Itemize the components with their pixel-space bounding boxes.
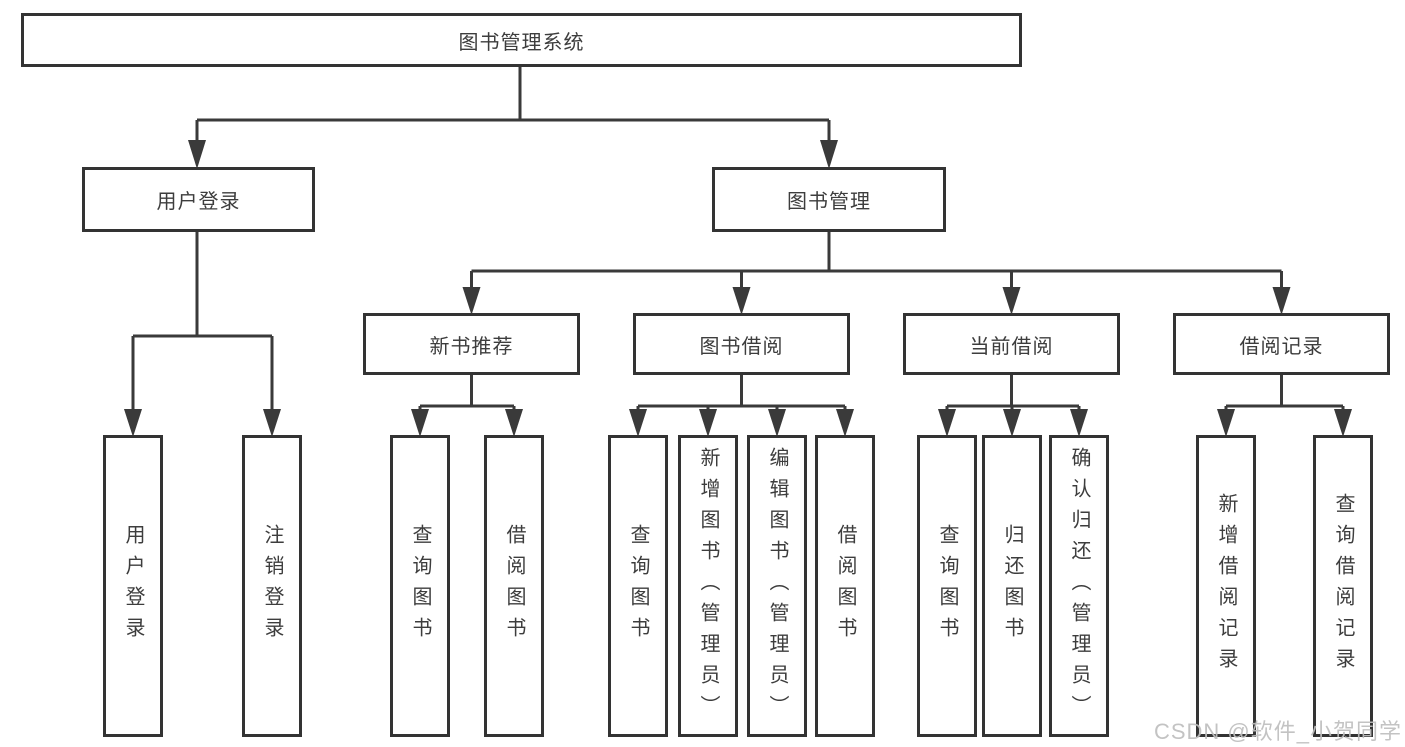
node-book-management: 图书管理 — [712, 167, 946, 232]
arrowhead-icon — [124, 409, 142, 437]
arrowhead-icon — [1003, 409, 1021, 437]
leaf-query-book-recommend-label: 查询图书 — [409, 524, 431, 648]
node-book-borrow-label: 图书借阅 — [699, 335, 784, 358]
leaf-confirm-return-admin-label: 确认归还（管理员） — [1068, 446, 1090, 726]
leaf-borrow-book-recommend-label: 借阅图书 — [503, 524, 525, 648]
arrowhead-icon — [836, 409, 854, 437]
node-book-management-label: 图书管理 — [787, 191, 871, 213]
leaf-query-borrow-record: 查询借阅记录 — [1313, 435, 1373, 737]
leaf-edit-book-admin: 编辑图书（管理员） — [747, 435, 807, 737]
node-current-borrow-label: 当前借阅 — [969, 335, 1054, 358]
arrowhead-icon — [699, 409, 717, 437]
leaf-add-borrow-record-label: 新增借阅记录 — [1215, 493, 1237, 679]
node-user-login: 用户登录 — [82, 167, 315, 232]
arrowhead-icon — [1217, 409, 1235, 437]
arrowhead-icon — [1334, 409, 1352, 437]
arrowhead-icon — [1272, 287, 1291, 315]
leaf-query-book-current-label: 查询图书 — [936, 524, 958, 648]
leaf-add-borrow-record: 新增借阅记录 — [1196, 435, 1256, 737]
arrowhead-icon — [1070, 409, 1088, 437]
arrowhead-icon — [188, 140, 206, 169]
connector-lines — [131, 67, 1345, 410]
arrowhead-icon — [732, 287, 751, 315]
node-new-book-recommend: 新书推荐 — [363, 313, 580, 375]
node-root-label: 图书管理系统 — [458, 31, 585, 54]
leaf-query-borrow-record-label: 查询借阅记录 — [1332, 493, 1354, 679]
leaf-user-login-label: 用户登录 — [122, 524, 144, 648]
leaf-query-book-current: 查询图书 — [917, 435, 977, 737]
node-user-login-label: 用户登录 — [156, 191, 241, 213]
leaf-query-book-borrow-label: 查询图书 — [627, 524, 649, 648]
arrowhead-icon — [462, 287, 481, 315]
arrowhead-icon — [263, 409, 281, 437]
leaf-add-book-admin-label: 新增图书（管理员） — [697, 446, 719, 726]
arrowhead-icon — [629, 409, 647, 437]
leaf-borrow-book: 借阅图书 — [815, 435, 875, 737]
arrowhead-icon — [768, 409, 786, 437]
leaf-confirm-return-admin: 确认归还（管理员） — [1049, 435, 1109, 737]
leaf-return-book: 归还图书 — [982, 435, 1042, 737]
node-borrow-records-label: 借阅记录 — [1239, 335, 1324, 358]
leaf-return-book-label: 归还图书 — [1001, 524, 1023, 648]
leaf-user-login: 用户登录 — [103, 435, 163, 737]
arrowhead-icon — [1002, 287, 1021, 315]
arrowhead-icon — [411, 409, 429, 437]
leaf-borrow-book-label: 借阅图书 — [834, 524, 856, 648]
node-root: 图书管理系统 — [21, 13, 1022, 67]
leaf-query-book-borrow: 查询图书 — [608, 435, 668, 737]
arrowhead-icon — [505, 409, 523, 437]
node-current-borrow: 当前借阅 — [903, 313, 1120, 375]
node-borrow-records: 借阅记录 — [1173, 313, 1390, 375]
watermark: CSDN @软件_小贺同学 — [1153, 719, 1402, 744]
leaf-edit-book-admin-label: 编辑图书（管理员） — [766, 446, 788, 726]
leaf-borrow-book-recommend: 借阅图书 — [484, 435, 544, 737]
leaf-logout-label: 注销登录 — [261, 524, 283, 648]
leaf-add-book-admin: 新增图书（管理员） — [678, 435, 738, 737]
arrowheads — [124, 140, 1352, 437]
node-book-borrow: 图书借阅 — [633, 313, 850, 375]
leaf-query-book-recommend: 查询图书 — [390, 435, 450, 737]
node-new-book-recommend-label: 新书推荐 — [429, 335, 514, 358]
arrowhead-icon — [938, 409, 956, 437]
leaf-logout: 注销登录 — [242, 435, 302, 737]
arrowhead-icon — [820, 140, 838, 169]
